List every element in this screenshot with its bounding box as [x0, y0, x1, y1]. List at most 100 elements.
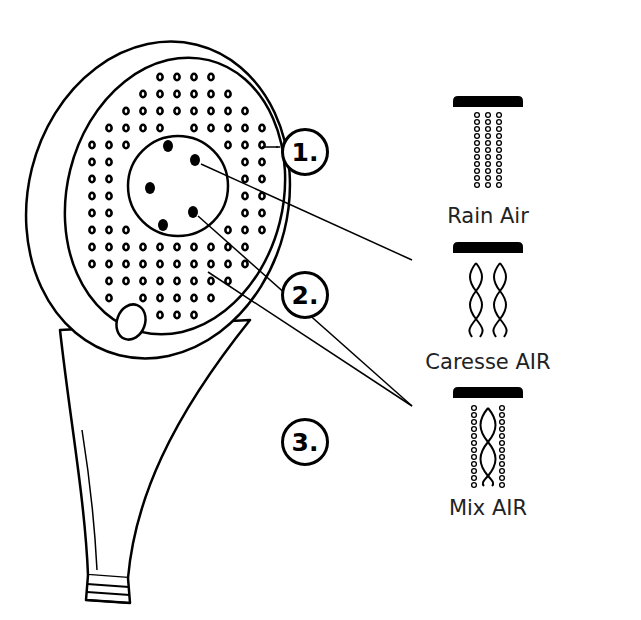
spray-hole: [123, 244, 128, 250]
spray-hole: [157, 125, 162, 131]
spray-hole: [106, 261, 111, 267]
spray-hole: [157, 278, 162, 284]
spray-hole: [140, 91, 145, 97]
spray-hole: [259, 227, 264, 233]
handle-edge: [82, 430, 97, 570]
spray-hole: [106, 295, 111, 301]
spray-hole: [242, 142, 247, 148]
spray-hole: [242, 108, 247, 114]
spray-hole: [174, 244, 179, 250]
spray-hole: [157, 74, 162, 80]
spray-hole: [242, 227, 247, 233]
spray-hole: [259, 176, 264, 182]
spray-hole: [89, 193, 94, 199]
spray-hole: [174, 278, 179, 284]
spray-hole: [242, 159, 247, 165]
spray-hole: [208, 278, 213, 284]
spray-hole: [106, 210, 111, 216]
mode-button: [112, 300, 151, 343]
spray-hole: [157, 295, 162, 301]
spray-hole: [89, 261, 94, 267]
spray-hole: [140, 295, 145, 301]
spray-hole: [174, 261, 179, 267]
spray-hole: [225, 108, 230, 114]
spray-hole: [123, 261, 128, 267]
spray-hole: [123, 227, 128, 233]
jet-hole: [188, 206, 198, 218]
spray-hole: [174, 312, 179, 318]
spray-hole: [89, 159, 94, 165]
spray-hole: [259, 125, 264, 131]
center-ring: [128, 136, 228, 236]
spray-hole: [225, 227, 230, 233]
spray-icons: [453, 96, 523, 487]
head-outer: [0, 13, 323, 386]
leader-line: [198, 216, 412, 406]
spray-hole: [242, 210, 247, 216]
spray-hole: [106, 244, 111, 250]
spray-hole: [174, 91, 179, 97]
spray-hole: [157, 261, 162, 267]
spray-hole: [225, 142, 230, 148]
spray-hole: [106, 125, 111, 131]
jet-hole: [190, 154, 200, 166]
spray-hole: [157, 108, 162, 114]
leader-line: [208, 272, 412, 406]
spray-hole: [106, 278, 111, 284]
spray-hole: [242, 125, 247, 131]
spray-hole: [208, 91, 213, 97]
spray-hole: [140, 261, 145, 267]
spray-hole: [174, 295, 179, 301]
spray-hole: [140, 278, 145, 284]
spray-hole: [191, 91, 196, 97]
spray-hole: [259, 193, 264, 199]
spray-hole: [89, 227, 94, 233]
spray-hole: [191, 312, 196, 318]
spray-hole: [208, 295, 213, 301]
spray-hole: [123, 125, 128, 131]
connector-thread: [86, 575, 130, 603]
mode-name: Mix AIR: [449, 496, 527, 520]
callout-circle: 2.: [281, 271, 329, 319]
spray-hole: [225, 261, 230, 267]
spray-hole: [242, 193, 247, 199]
jet-hole: [145, 182, 155, 194]
spray-hole: [191, 261, 196, 267]
spray-hole: [106, 193, 111, 199]
spray-hole: [225, 125, 230, 131]
spray-hole: [191, 108, 196, 114]
callout-number: 3.: [292, 428, 319, 457]
mode-name: Caresse AIR: [425, 350, 550, 374]
leader-line: [201, 164, 412, 260]
spray-hole: [89, 176, 94, 182]
spray-hole: [242, 244, 247, 250]
callout-number: 1.: [292, 138, 319, 167]
spray-hole: [140, 125, 145, 131]
spray-hole: [242, 176, 247, 182]
spray-hole: [123, 142, 128, 148]
callout-circle: 1.: [281, 128, 329, 176]
spray-hole: [123, 108, 128, 114]
jet-hole: [163, 140, 173, 152]
spray-hole: [174, 74, 179, 80]
spray-hole: [157, 244, 162, 250]
spray-hole: [157, 312, 162, 318]
spray-hole: [106, 227, 111, 233]
spray-hole: [123, 278, 128, 284]
spray-hole: [89, 244, 94, 250]
mode-name: Rain Air: [447, 204, 529, 228]
thread-lines: [86, 584, 130, 603]
jet-hole: [158, 219, 168, 231]
spray-hole: [106, 142, 111, 148]
leader-line: [262, 146, 278, 148]
spray-hole: [157, 91, 162, 97]
spray-hole: [208, 125, 213, 131]
spray-hole: [191, 74, 196, 80]
spray-hole: [89, 210, 94, 216]
spray-hole: [191, 295, 196, 301]
callout-circle: 3.: [281, 418, 329, 466]
spray-hole: [174, 108, 179, 114]
spray-hole: [208, 74, 213, 80]
spray-hole: [208, 244, 213, 250]
spray-hole: [259, 210, 264, 216]
